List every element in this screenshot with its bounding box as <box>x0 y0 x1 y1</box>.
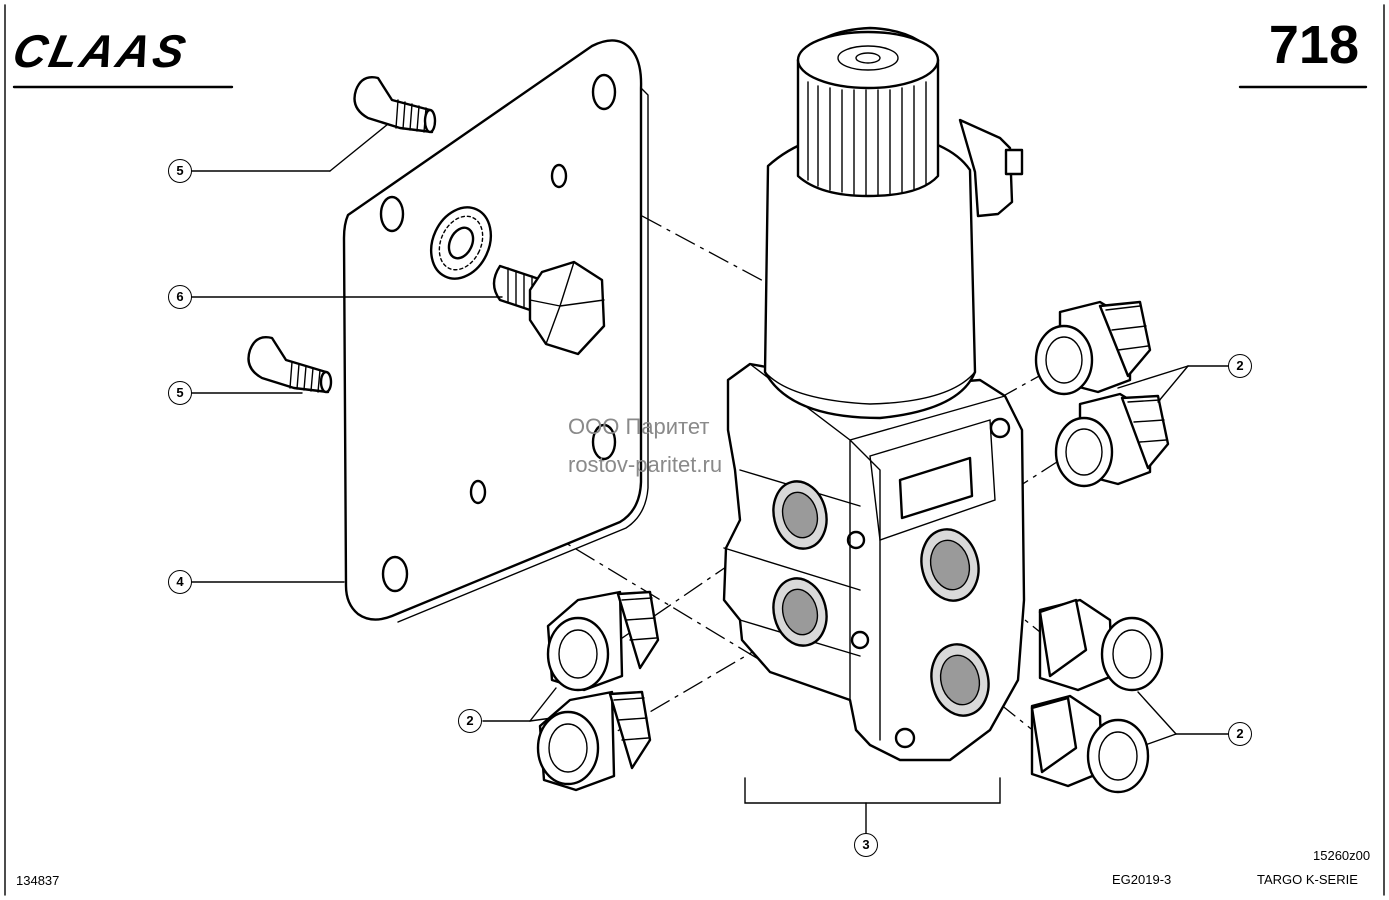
valve-body <box>722 362 1026 762</box>
callout-5: 5 <box>168 381 192 405</box>
callout-2: 2 <box>458 709 482 733</box>
group-code: EG2019-3 <box>1112 872 1172 887</box>
callout-2: 2 <box>1228 354 1252 378</box>
fitting <box>536 690 652 792</box>
plate-hole <box>591 73 617 111</box>
leader-lines <box>191 123 1229 835</box>
solenoid-coil <box>763 118 1024 420</box>
countersunk-screw <box>247 336 333 394</box>
callout-2: 2 <box>1228 722 1252 746</box>
series-label: TARGO K-SERIE <box>1257 872 1358 887</box>
hex-bolt <box>492 260 606 356</box>
fitting <box>1034 300 1152 396</box>
fitting <box>1030 694 1150 794</box>
brand-logo: CLAAS <box>8 25 193 77</box>
drawing-number: 134837 <box>16 873 60 888</box>
plate-small-hole <box>550 163 568 189</box>
plate-hole <box>591 423 617 461</box>
callout-3: 3 <box>854 833 878 857</box>
fitting <box>546 590 660 692</box>
countersunk-screw <box>353 76 437 134</box>
mounting-plate <box>342 39 649 623</box>
knurled-cap <box>796 26 940 198</box>
callout-4: 4 <box>168 570 192 594</box>
callout-5: 5 <box>168 159 192 183</box>
watermark-company: ООО Паритет <box>568 414 710 439</box>
lock-washer <box>429 206 493 280</box>
fitting <box>1054 392 1170 488</box>
figure-code: 15260z00 <box>1313 848 1371 863</box>
sheet-frame <box>4 4 1385 896</box>
callout-6: 6 <box>168 285 192 309</box>
fitting <box>1038 598 1164 692</box>
page-number: 718 <box>1268 15 1359 75</box>
watermark-url: rostov-paritet.ru <box>568 452 723 477</box>
plate-small-hole <box>469 479 487 505</box>
plate-hole <box>381 555 409 593</box>
plate-hole <box>379 195 405 233</box>
